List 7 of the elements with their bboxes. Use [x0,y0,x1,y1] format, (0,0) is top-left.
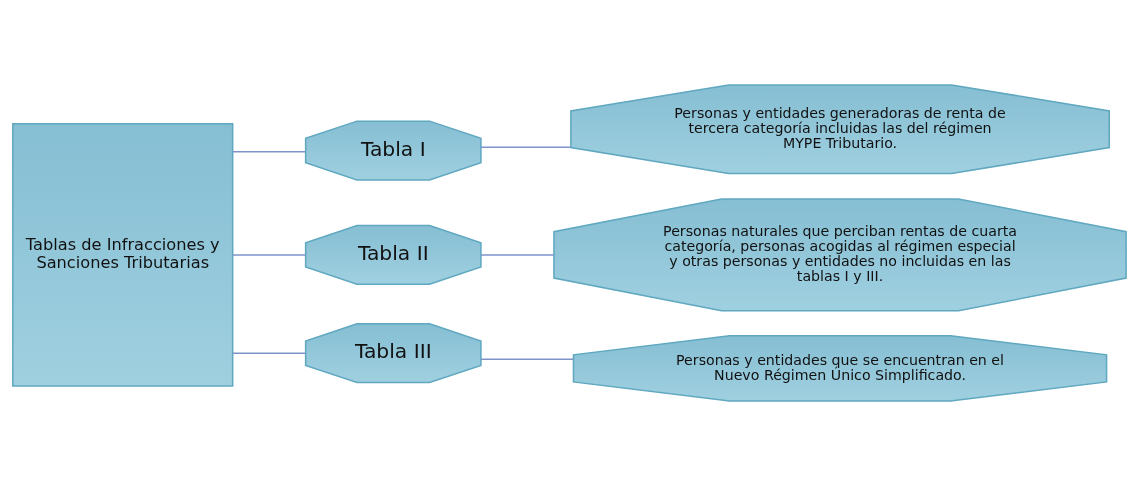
connector [232,253,307,256]
connector [480,146,572,148]
connector [480,253,555,256]
node-box: Tablas de Infracciones y Sanciones Tributarias [12,122,234,387]
connector [232,351,307,354]
connector [232,150,307,153]
connector [480,357,575,360]
